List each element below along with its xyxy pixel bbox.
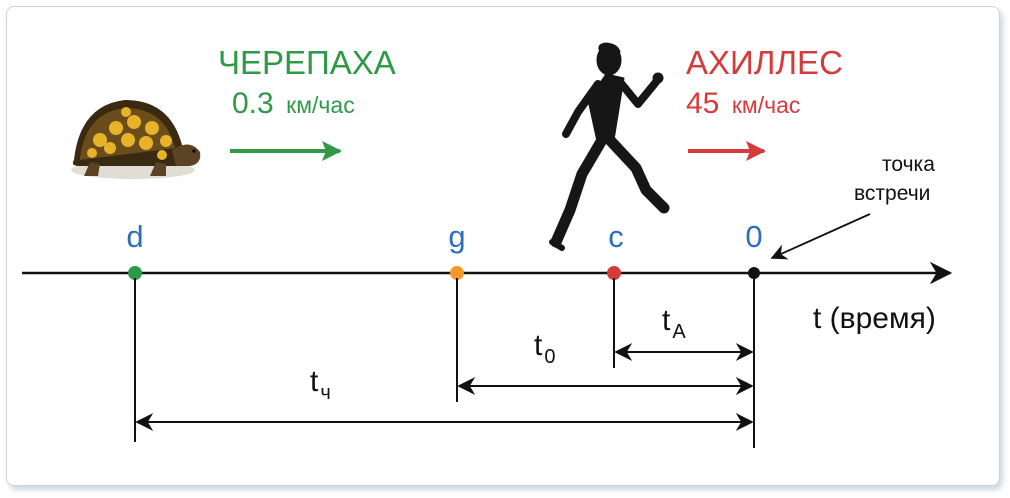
achilles-runner-icon <box>549 42 670 251</box>
meeting-point-pointer-arrow <box>770 213 871 260</box>
meeting-point-label-line1: точка <box>882 153 935 176</box>
tortoise-speed-value: 0.3 <box>232 87 274 120</box>
point-c-marker <box>607 266 621 280</box>
tortoise-icon <box>71 100 201 179</box>
tortoise-speed: 0.3 км/час <box>232 87 355 120</box>
point-c-label: c <box>608 219 624 254</box>
point-d-label: d <box>126 219 143 254</box>
point-d-marker <box>128 266 142 280</box>
point-g-marker <box>450 266 464 280</box>
point-g-label: g <box>448 219 465 254</box>
time-axis-label: t (время) <box>813 302 936 335</box>
point-0-label: 0 <box>745 219 762 254</box>
point-0-marker <box>748 267 760 279</box>
achilles-name: АХИЛЛЕС <box>686 44 843 81</box>
tortoise-name: ЧЕРЕПАХА <box>218 44 396 81</box>
diagram-frame <box>6 6 1000 486</box>
achilles-speed-unit: км/час <box>732 92 801 118</box>
achilles-speed-value: 45 <box>686 87 719 120</box>
achilles-speed: 45 км/час <box>686 87 800 120</box>
meeting-point-label-line2: встречи <box>854 182 930 205</box>
tortoise-speed-unit: км/час <box>286 92 355 118</box>
